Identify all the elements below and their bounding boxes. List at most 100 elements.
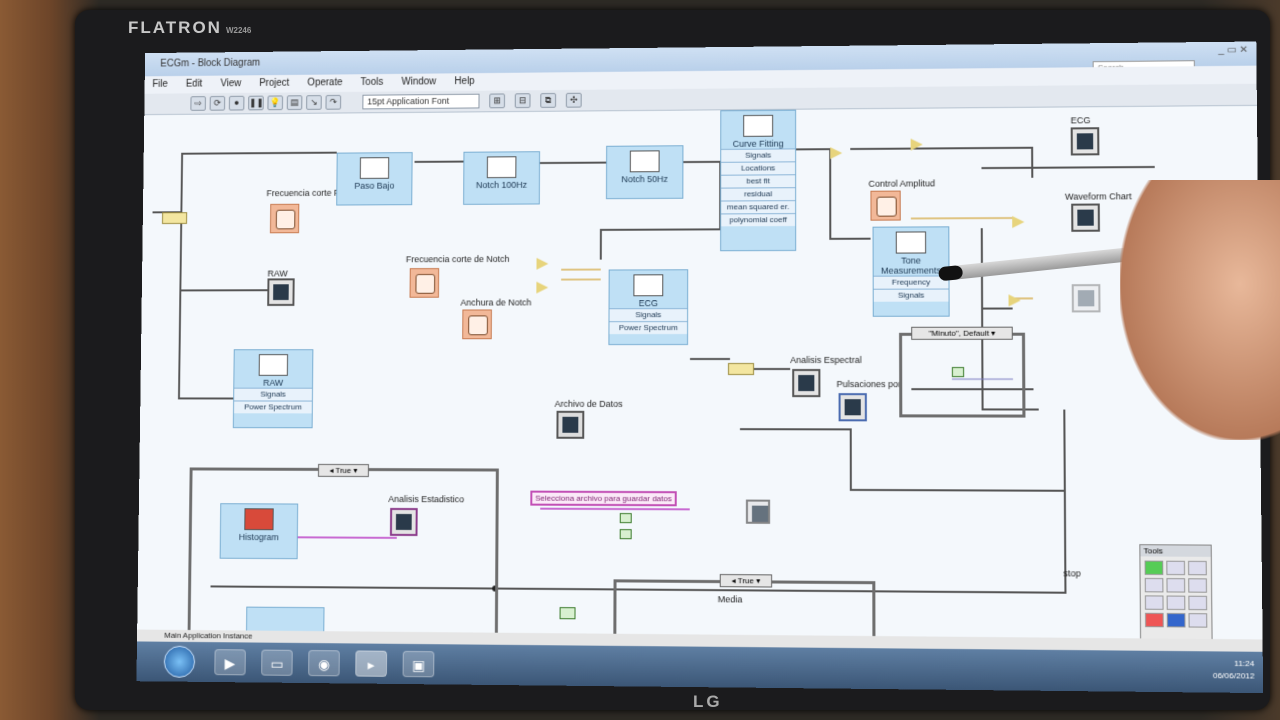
ecg-label: ECG <box>1070 115 1091 126</box>
distribute-icon[interactable]: ⊟ <box>514 93 531 109</box>
shortcut-tool-icon[interactable] <box>1188 578 1207 593</box>
ecg-mid-row-power[interactable]: Power Spectrum <box>609 321 688 335</box>
operate-tool-icon[interactable] <box>1166 560 1186 576</box>
curve-row-signals[interactable]: Signals <box>721 148 796 162</box>
curve-row-mse[interactable]: mean squared er. <box>721 200 796 214</box>
raw-spectrum-block[interactable]: RAW Signals Power Spectrum <box>232 349 314 429</box>
window-controls[interactable]: _ ▭ ✕ <box>1218 44 1249 56</box>
step-over-icon[interactable]: ↷ <box>325 94 342 110</box>
reorder-icon[interactable]: ⧉ <box>540 93 557 108</box>
ecg-spectrum-block[interactable]: ECG Signals Power Spectrum <box>608 269 689 346</box>
frec-notch-label: Frecuencia corte de Notch <box>405 254 510 265</box>
align-icon[interactable]: ⊞ <box>489 93 506 109</box>
curve-row-bestfit[interactable]: best fit <box>721 174 796 188</box>
file-path-control[interactable] <box>556 410 585 439</box>
probe-tool-icon[interactable] <box>1188 595 1208 611</box>
raw-label: RAW <box>267 268 288 279</box>
multiply-node-3[interactable] <box>910 138 923 151</box>
labview-icon[interactable]: ▸ <box>355 650 388 677</box>
case-true-frame-2[interactable] <box>613 579 876 643</box>
folder-icon[interactable]: ▭ <box>261 649 293 676</box>
numeric-constant[interactable] <box>951 367 965 378</box>
hand <box>1120 180 1280 440</box>
media-player-icon[interactable]: ▶ <box>214 649 246 676</box>
curve-row-residual[interactable]: residual <box>721 187 796 201</box>
tone-row-frequency[interactable]: Frequency <box>873 275 949 289</box>
menu-project[interactable]: Project <box>259 77 290 89</box>
font-select[interactable]: 15pt Application Font <box>362 93 480 110</box>
control-amp-control[interactable] <box>870 190 901 221</box>
raw-block-row-signals[interactable]: Signals <box>234 387 313 401</box>
anchura-notch-control[interactable] <box>462 309 492 340</box>
spectrum-icon <box>258 354 289 376</box>
case-true-selector[interactable]: ◂ True ▾ <box>317 463 369 478</box>
wire-layer <box>137 106 1263 677</box>
multiply-node-5[interactable] <box>1008 294 1021 307</box>
menu-view[interactable]: View <box>220 78 242 90</box>
spectrum-icon <box>633 274 664 297</box>
multiply-node-2[interactable] <box>830 147 843 160</box>
menu-window[interactable]: Window <box>401 76 437 88</box>
run-arrow-icon[interactable]: ⇨ <box>190 96 206 111</box>
notch50-block[interactable]: Notch 50Hz <box>605 145 684 200</box>
color-copy-icon[interactable] <box>1145 612 1164 628</box>
notch100-block[interactable]: Notch 100Hz <box>463 151 541 205</box>
tone-row-signals[interactable]: Signals <box>873 288 949 302</box>
window-title: ECGm - Block Diagram <box>160 57 261 70</box>
curve-row-poly[interactable]: polynomial coeff <box>721 213 796 227</box>
menu-edit[interactable]: Edit <box>185 78 203 90</box>
color-tool-icon[interactable] <box>1166 612 1186 628</box>
numeric-constant-2[interactable] <box>619 513 632 524</box>
block-diagram[interactable]: Frecuencia corte FPB Paso Bajo Notch 100… <box>136 105 1263 677</box>
histogram-block[interactable]: Histogram <box>219 503 299 560</box>
menu-help[interactable]: Help <box>454 76 475 88</box>
ecg-mid-row-signals[interactable]: Signals <box>609 308 688 322</box>
window-icon[interactable]: ▣ <box>402 650 435 678</box>
frec-notch-control[interactable] <box>409 268 440 298</box>
multiply-node[interactable] <box>536 257 549 270</box>
retain-wire-icon[interactable]: ▤ <box>286 95 303 111</box>
string-constant[interactable]: Selecciona archivo para guardar datos <box>530 490 677 507</box>
numeric-constant-3[interactable] <box>619 529 632 540</box>
scroll-tool-icon[interactable] <box>1144 595 1164 610</box>
raw-block-row-power[interactable]: Power Spectrum <box>233 400 312 414</box>
pulsaciones-label: Pulsaciones por <box>836 379 902 390</box>
filter-icon <box>359 157 390 179</box>
label-tool-icon[interactable] <box>1144 577 1164 593</box>
palette-title: Tools <box>1140 545 1211 557</box>
curve-fitting-block[interactable]: Curve Fitting Signals Locations best fit… <box>720 109 797 252</box>
frec-fpb-control[interactable] <box>269 203 300 234</box>
menu-file[interactable]: File <box>152 79 168 90</box>
multiply-node-4[interactable] <box>1012 215 1025 229</box>
auto-tool-icon[interactable] <box>1144 560 1164 576</box>
firefox-icon[interactable]: ◉ <box>308 650 340 677</box>
menu-tools[interactable]: Tools <box>360 76 384 88</box>
position-tool-icon[interactable] <box>1188 560 1207 576</box>
menu-operate[interactable]: Operate <box>307 77 343 89</box>
analisis-esp-indicator <box>792 369 821 398</box>
write-file-node[interactable] <box>745 499 771 524</box>
monitor-screen: ECGm - Block Diagram _ ▭ ✕ Search File E… <box>136 41 1264 694</box>
bundle-node[interactable] <box>161 212 188 225</box>
cleanup-icon[interactable]: ✣ <box>565 92 582 108</box>
wire-tool-icon[interactable] <box>1166 578 1186 593</box>
brush-tool-icon[interactable] <box>1188 613 1208 628</box>
case-minuto-selector[interactable]: "Minuto", Default ▾ <box>911 326 1013 340</box>
bundle-node-2[interactable] <box>727 362 755 376</box>
step-into-icon[interactable]: ↘ <box>306 95 322 110</box>
breakpoint-tool-icon[interactable] <box>1166 595 1186 611</box>
add-node[interactable] <box>536 281 549 294</box>
curve-row-locations[interactable]: Locations <box>721 161 796 175</box>
string-indicator <box>559 607 576 620</box>
clock-time: 11:24 <box>1234 658 1255 669</box>
run-continuous-icon[interactable]: ⟳ <box>209 95 226 111</box>
highlight-icon[interactable]: 💡 <box>267 95 284 111</box>
start-button[interactable] <box>163 645 196 678</box>
pause-icon[interactable]: ❚❚ <box>248 95 264 111</box>
taskbar-clock[interactable]: 11:24 06/06/2012 <box>1213 658 1255 683</box>
case-true-selector-2[interactable]: ◂ True ▾ <box>719 574 773 588</box>
paso-bajo-block[interactable]: Paso Bajo <box>336 152 413 206</box>
abort-icon[interactable]: ● <box>228 95 245 111</box>
ecg-mid-title: ECG <box>638 298 658 309</box>
